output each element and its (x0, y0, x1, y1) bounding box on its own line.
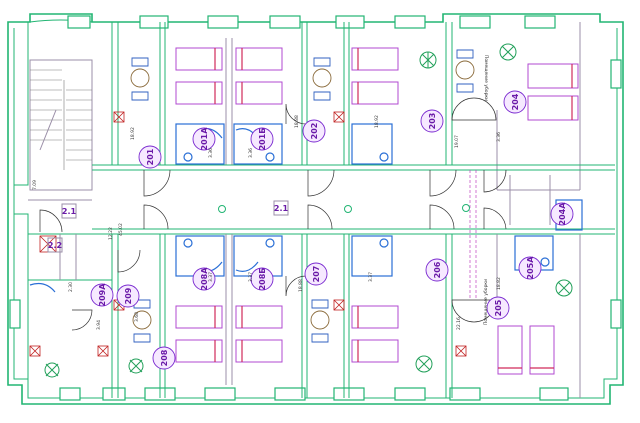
area-label: 2.30 (68, 282, 74, 292)
room-tag-r209: 209 (116, 284, 140, 308)
area-label: 22.16 (456, 317, 462, 330)
room-tag-label: 204 (511, 93, 520, 110)
room-tag-r209a: 209А (90, 283, 114, 307)
room-tag-r204: 204 (503, 90, 527, 114)
room-tag-r201: 201 (138, 145, 162, 169)
corridor-label-1: 2.1 (274, 204, 289, 213)
room-tag-label: 206 (433, 261, 442, 278)
room-tag-circle (486, 296, 510, 320)
room-tag-label: 207 (312, 266, 321, 283)
area-label: 18.88 (298, 279, 304, 292)
room-tag-label: 201А (200, 127, 209, 151)
room-tag-r201b: 201Б (250, 127, 274, 151)
bathrooms (29, 123, 583, 293)
corridor-lamps (218, 204, 470, 213)
room-tag-r203: 203 (420, 109, 444, 133)
room-tag-r206: 206 (425, 258, 449, 282)
windows-top (67, 15, 556, 29)
room-tag-circle (192, 267, 216, 291)
room-tag-label: 209 (124, 287, 133, 304)
room-tag-circle (503, 90, 527, 114)
room-tag-circle (550, 202, 574, 226)
room-tag-circle (304, 262, 328, 286)
area-labels: 18.92 18.88 3.36 3.36 18.88 3.37 12.22 2.30 3.94… (32, 115, 502, 330)
room-tag-r201a: 201А (192, 127, 216, 151)
room-tag-r202: 202 (302, 119, 326, 143)
windows-side (9, 59, 622, 329)
room-tag-circle (518, 256, 542, 280)
room-tag-circle (192, 127, 216, 151)
area-label: 19.07 (454, 135, 460, 148)
room-tag-label: 201 (146, 148, 155, 165)
room-tag-circle (250, 127, 274, 151)
corridor-label-2: 2.1 (62, 207, 77, 216)
room-tag-circle (420, 109, 444, 133)
area-label: 12.22 (108, 227, 114, 240)
vertical-note-2: Помещение уборки (483, 279, 489, 325)
area-label: 7.09 (32, 180, 38, 190)
vertical-note-1: Помещение уборки (483, 55, 489, 101)
area-label: 3.37 (368, 272, 374, 282)
room-tag-label: 202 (310, 123, 319, 140)
room-tag-circle (250, 267, 274, 291)
room-tag-r208b: 208Б (250, 267, 274, 291)
area-label: 18.88 (294, 115, 300, 128)
room-tag-r207: 207 (304, 262, 328, 286)
area-label: 18.92 (130, 127, 136, 140)
area-label: 3.68 (134, 312, 140, 322)
room-tag-r204a: 204А (550, 202, 574, 226)
room-tag-circle (302, 119, 326, 143)
room-tag-label: 201Б (258, 128, 267, 151)
vertical-notes: Помещение уборки Помещение уборки (483, 55, 489, 325)
room-tag-label: 209А (98, 283, 107, 307)
room-tag-r205: 205 (486, 296, 510, 320)
room-tag-circle (138, 145, 162, 169)
room-tag-label: 204А (558, 202, 567, 226)
room-tag-label: 205А (526, 256, 535, 280)
area-label: 3.36 (208, 148, 214, 158)
room-tag-circle (90, 283, 114, 307)
room-tag-label: 208 (160, 349, 169, 366)
area-label: 3.37 (248, 272, 254, 282)
area-label: 3.37 (208, 272, 214, 282)
room-tag-circle (116, 284, 140, 308)
beds (175, 47, 579, 375)
room-tag-r205a: 205А (518, 256, 542, 280)
area-label: 3.36 (496, 132, 502, 142)
windows-bottom (59, 387, 569, 401)
area-label: 45.02 (118, 223, 124, 236)
partitions (28, 22, 615, 398)
area-label: 18.92 (374, 115, 380, 128)
plants (44, 43, 573, 378)
room-tag-label: 208А (200, 267, 209, 291)
room-tag-r208a: 208А (192, 267, 216, 291)
room-tag-circle (152, 346, 176, 370)
room-tag-label: 205 (494, 299, 503, 316)
room-tag-circle (425, 258, 449, 282)
corridor-label-3: 2.2 (48, 241, 62, 250)
area-label: 18.82 (496, 277, 502, 290)
room-tag-label: 203 (428, 113, 437, 130)
vents (29, 111, 467, 357)
stairwell (29, 59, 93, 191)
area-label: 3.36 (248, 148, 254, 158)
room-tags: 201 201А 201Б 202 203 204 205 206 207 208 208А 208Б… (90, 90, 574, 370)
tables-chairs (130, 49, 475, 343)
outer-walls (7, 13, 624, 405)
corridor-labels: 2.1 2.1 2.2 (47, 200, 289, 253)
room-tag-r208: 208 (152, 346, 176, 370)
room-tag-label: 208Б (258, 268, 267, 291)
doors (39, 97, 507, 331)
area-label: 3.94 (96, 320, 102, 330)
